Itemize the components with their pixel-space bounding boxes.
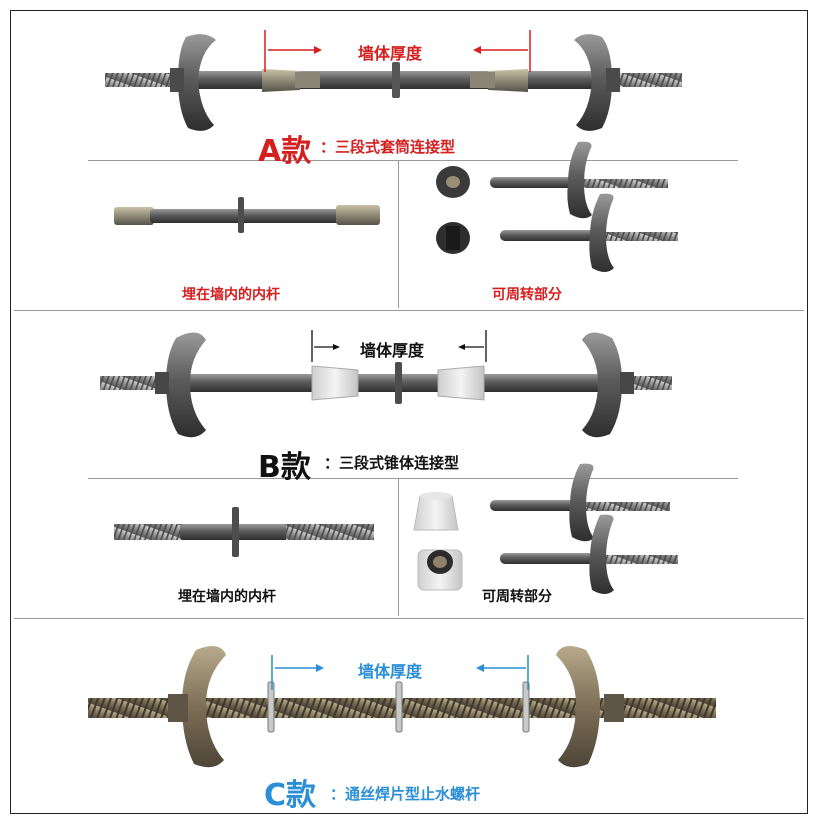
rod-a-assembly — [105, 34, 682, 131]
rod-c-assembly — [88, 646, 716, 768]
thickness-indicator-b — [311, 330, 487, 362]
inner-rod-caption-a: 埋在墙内的内杆 — [182, 287, 280, 303]
thickness-label-a: 墙体厚度 — [358, 44, 423, 63]
divider-b-vertical — [398, 478, 399, 616]
divider-a-top — [88, 160, 738, 161]
inner-rod-a — [114, 197, 380, 233]
divider-a-bottom — [14, 310, 804, 311]
divider-b-bottom — [14, 618, 804, 619]
divider-a-vertical — [398, 160, 399, 308]
thickness-label-c: 墙体厚度 — [358, 662, 423, 681]
model-label-c: C款 — [264, 778, 317, 813]
model-desc-a: ：三段式套筒连接型 — [320, 138, 456, 156]
removable-caption-b: 可周转部分 — [482, 589, 552, 605]
removable-caption-a: 可周转部分 — [492, 287, 562, 303]
thickness-indicator-c — [271, 655, 529, 690]
removable-parts-a — [436, 141, 678, 272]
image-frame — [10, 10, 808, 814]
model-label-b: B款 — [258, 450, 311, 485]
inner-rod-b — [114, 507, 374, 557]
model-desc-c: ：通丝焊片型止水螺杆 — [330, 785, 481, 803]
thickness-indicator-a — [264, 30, 531, 72]
thickness-label-b: 墙体厚度 — [360, 341, 425, 360]
rod-b-assembly — [100, 332, 672, 438]
model-label-a: A款 — [258, 134, 312, 169]
model-desc-b: ：三段式锥体连接型 — [324, 454, 460, 472]
removable-parts-b — [413, 463, 678, 594]
divider-b-top — [88, 478, 738, 479]
inner-rod-caption-b: 埋在墙内的内杆 — [178, 589, 276, 605]
